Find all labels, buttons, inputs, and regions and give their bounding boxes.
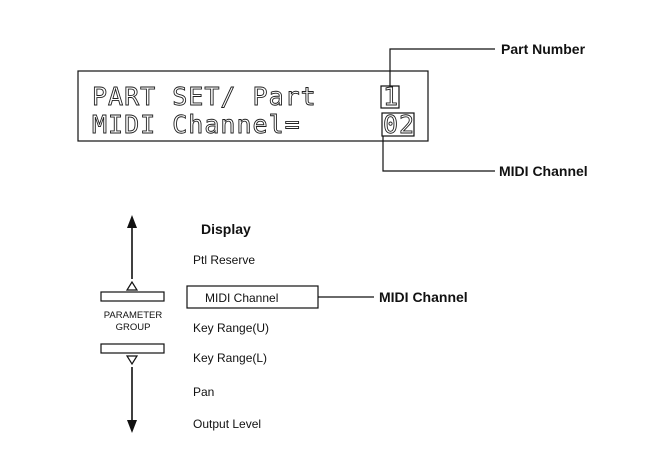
- lcd-frame: [77, 70, 429, 142]
- menu-item-output-level: Output Level: [193, 417, 261, 431]
- display-heading: Display: [201, 221, 251, 237]
- menu-item-key-range-u: Key Range(U): [193, 321, 269, 335]
- up-triangle-icon[interactable]: [125, 280, 139, 291]
- menu-item-midi-channel: MIDI Channel: [205, 291, 278, 305]
- lcd-line1-text: PART SET/ Part: [92, 82, 317, 111]
- midi-channel-box: [381, 112, 415, 137]
- down-triangle-icon[interactable]: [125, 355, 139, 366]
- lcd-line2-text: MIDI Channel=: [92, 110, 301, 139]
- menu-item-pan: Pan: [193, 385, 214, 399]
- selection-callout: MIDI Channel: [379, 289, 468, 305]
- down-arrow-icon: [127, 420, 137, 433]
- parameter-group-label-line1: PARAMETER: [104, 310, 163, 321]
- part-number-callout: Part Number: [501, 41, 586, 57]
- parameter-group-down-button[interactable]: [100, 343, 165, 354]
- midi-channel-value: 02: [383, 110, 415, 139]
- part-number-value: 1: [383, 82, 399, 111]
- midi-channel-callout: MIDI Channel: [499, 163, 588, 179]
- parameter-group-label-line2: GROUP: [116, 322, 151, 333]
- menu-item-ptl-reserve: Ptl Reserve: [193, 253, 255, 267]
- menu-item-key-range-l: Key Range(L): [193, 351, 267, 365]
- parameter-group-up-button[interactable]: [100, 291, 165, 302]
- up-arrow-icon: [127, 215, 137, 228]
- midi-channel-leader: [382, 136, 495, 172]
- part-number-leader: [389, 48, 495, 86]
